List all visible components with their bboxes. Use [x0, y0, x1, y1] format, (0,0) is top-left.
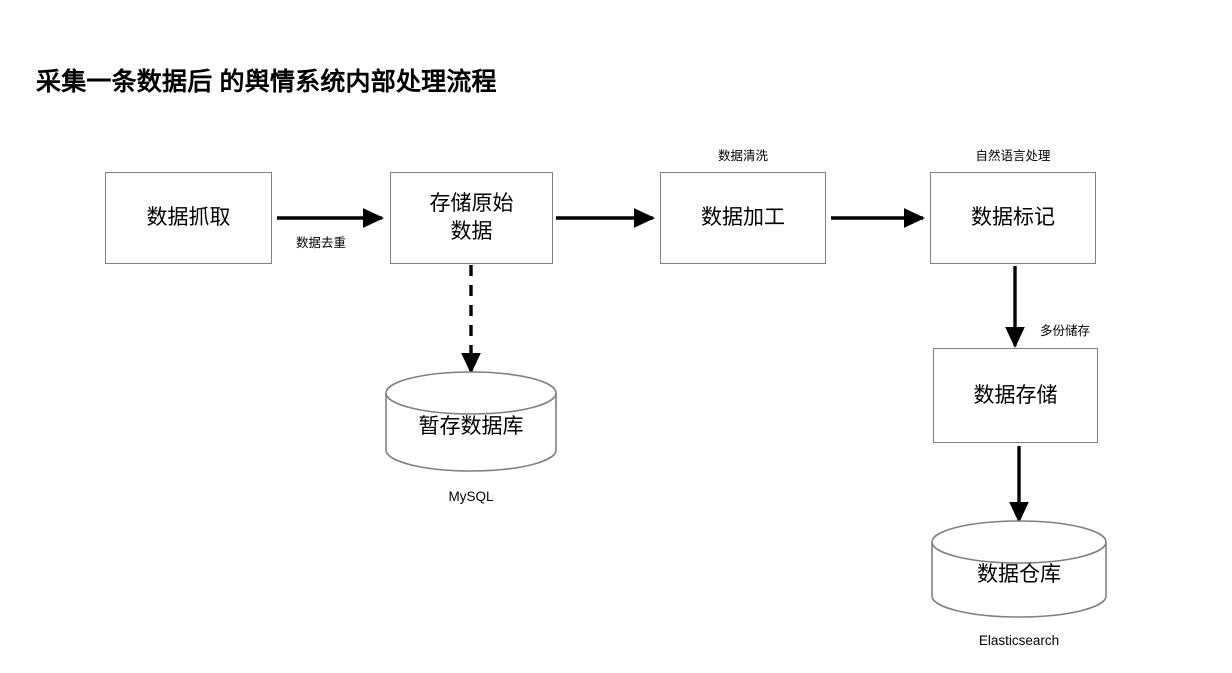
node-process-top-label: 数据清洗	[717, 149, 768, 163]
node-warehouse-label: 数据仓库	[977, 563, 1061, 586]
node-tag-label: 数据标记	[971, 206, 1055, 230]
node-data-store[interactable]: 数据存储	[933, 348, 1098, 443]
node-tag[interactable]: 数据标记	[930, 172, 1096, 264]
page-title: 采集一条数据后 的舆情系统内部处理流程	[36, 68, 497, 96]
caption-mysql: MySQL	[448, 489, 494, 504]
node-data-store-label: 数据存储	[973, 383, 1058, 407]
node-temp-db[interactable]: 暂存数据库	[386, 372, 556, 471]
node-process-label: 数据加工	[701, 206, 785, 230]
node-tag-top-label: 自然语言处理	[975, 149, 1051, 163]
caption-elasticsearch: Elasticsearch	[978, 633, 1060, 648]
edge-label-multi-copy: 多份储存	[1040, 324, 1091, 338]
node-process[interactable]: 数据加工	[660, 172, 826, 264]
node-temp-db-label: 暂存数据库	[418, 415, 524, 438]
node-fetch-label: 数据抓取	[146, 206, 231, 230]
node-fetch[interactable]: 数据抓取	[105, 172, 272, 264]
edge-label-dedupe: 数据去重	[296, 236, 347, 250]
node-warehouse[interactable]: 数据仓库	[932, 521, 1106, 617]
node-store-raw[interactable]: 存储原始 数据	[390, 172, 553, 264]
node-store-raw-label: 存储原始 数据	[429, 192, 514, 243]
